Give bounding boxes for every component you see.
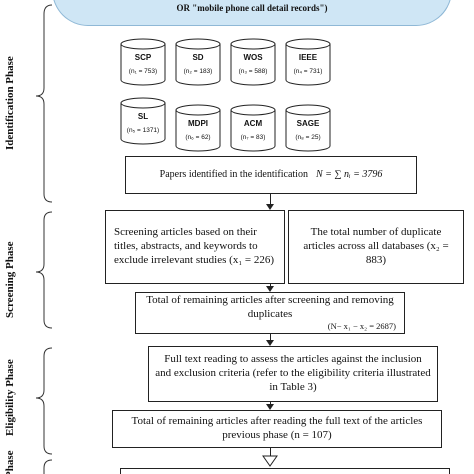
bracket-eligibility (35, 347, 53, 455)
duplicates-box: The total number of duplicate articles a… (288, 210, 464, 284)
database-name: SCP (134, 53, 152, 62)
duplicates-text: The total number of duplicate articles a… (303, 226, 449, 266)
database-name: MDPI (188, 119, 208, 128)
screening-box: Screening articles based on their titles… (105, 210, 285, 284)
screening-text: Screening articles based on their titles… (114, 226, 275, 266)
database-mdpi: MDPI (n₆ = 62) (175, 104, 221, 152)
identified-formula: N = ∑ nᵢ = 3796 (315, 168, 383, 180)
cylinder-icon (285, 104, 331, 152)
database-name: WOS (243, 53, 263, 62)
bracket-screening (35, 211, 53, 329)
phase-label-identification: Identification Phase (4, 56, 16, 150)
database-name: IEEE (298, 53, 318, 62)
database-count: (n₃ = 588) (238, 68, 268, 75)
hollow-arrow-head (262, 455, 278, 467)
identified-text: Papers identified in the identification (159, 168, 308, 180)
remaining-screening-formula: (N− x₁ − x₂ = 2687) (327, 321, 396, 332)
database-count: (n₇ = 83) (240, 134, 266, 141)
search-query-text: OR "mobile phone call detail records") (176, 3, 328, 13)
cylinder-icon (120, 97, 166, 145)
bracket-identification (35, 4, 53, 203)
phase-label-eligibility: Eligibility Phase (4, 359, 16, 436)
identified-box: Papers identified in the identification … (125, 156, 417, 194)
remaining-screening-box: Total of remaining articles after screen… (135, 292, 405, 334)
cylinder-icon (120, 38, 166, 86)
database-count: (n₅ = 1371) (126, 127, 160, 134)
database-count: (n₂ = 183) (183, 68, 213, 75)
database-count: (n₆ = 62) (185, 134, 211, 141)
remaining-full-text-text: Total of remaining articles after readin… (131, 415, 423, 441)
database-sd: SD (n₂ = 183) (175, 38, 221, 86)
database-sl: SL (n₅ = 1371) (120, 97, 166, 145)
database-acm: ACM (n₇ = 83) (230, 104, 276, 152)
search-query-cloud: OR "mobile phone call detail records") (52, 0, 452, 26)
database-name: SL (137, 112, 149, 121)
cylinder-icon (230, 104, 276, 152)
cylinder-icon (175, 104, 221, 152)
bracket-inclusion (43, 459, 53, 474)
database-count: (n₄ = 731) (293, 68, 323, 75)
database-name: ACM (243, 119, 263, 128)
database-scp: SCP (n₁ = 753) (120, 38, 166, 86)
database-count: (n₈ = 25) (295, 134, 321, 141)
database-sage: SAGE (n₈ = 25) (285, 104, 331, 152)
cylinder-icon (175, 38, 221, 86)
remaining-screening-text: Total of remaining articles after screen… (146, 293, 394, 320)
remaining-full-text-box: Total of remaining articles after readin… (112, 410, 442, 448)
database-count: (n₁ = 753) (128, 68, 158, 75)
database-name: SD (192, 53, 204, 62)
phase-label-inclusion: Phase (4, 450, 16, 474)
inclusion-box-partial (120, 468, 450, 474)
phase-label-screening: Screening Phase (4, 241, 16, 319)
database-ieee: IEEE (n₄ = 731) (285, 38, 331, 86)
full-text-box: Full text reading to assess the articles… (148, 346, 438, 402)
full-text-text: Full text reading to assess the articles… (155, 353, 431, 393)
cylinder-icon (230, 38, 276, 86)
cylinder-icon (285, 38, 331, 86)
database-wos: WOS (n₃ = 588) (230, 38, 276, 86)
database-name: SAGE (296, 119, 320, 128)
